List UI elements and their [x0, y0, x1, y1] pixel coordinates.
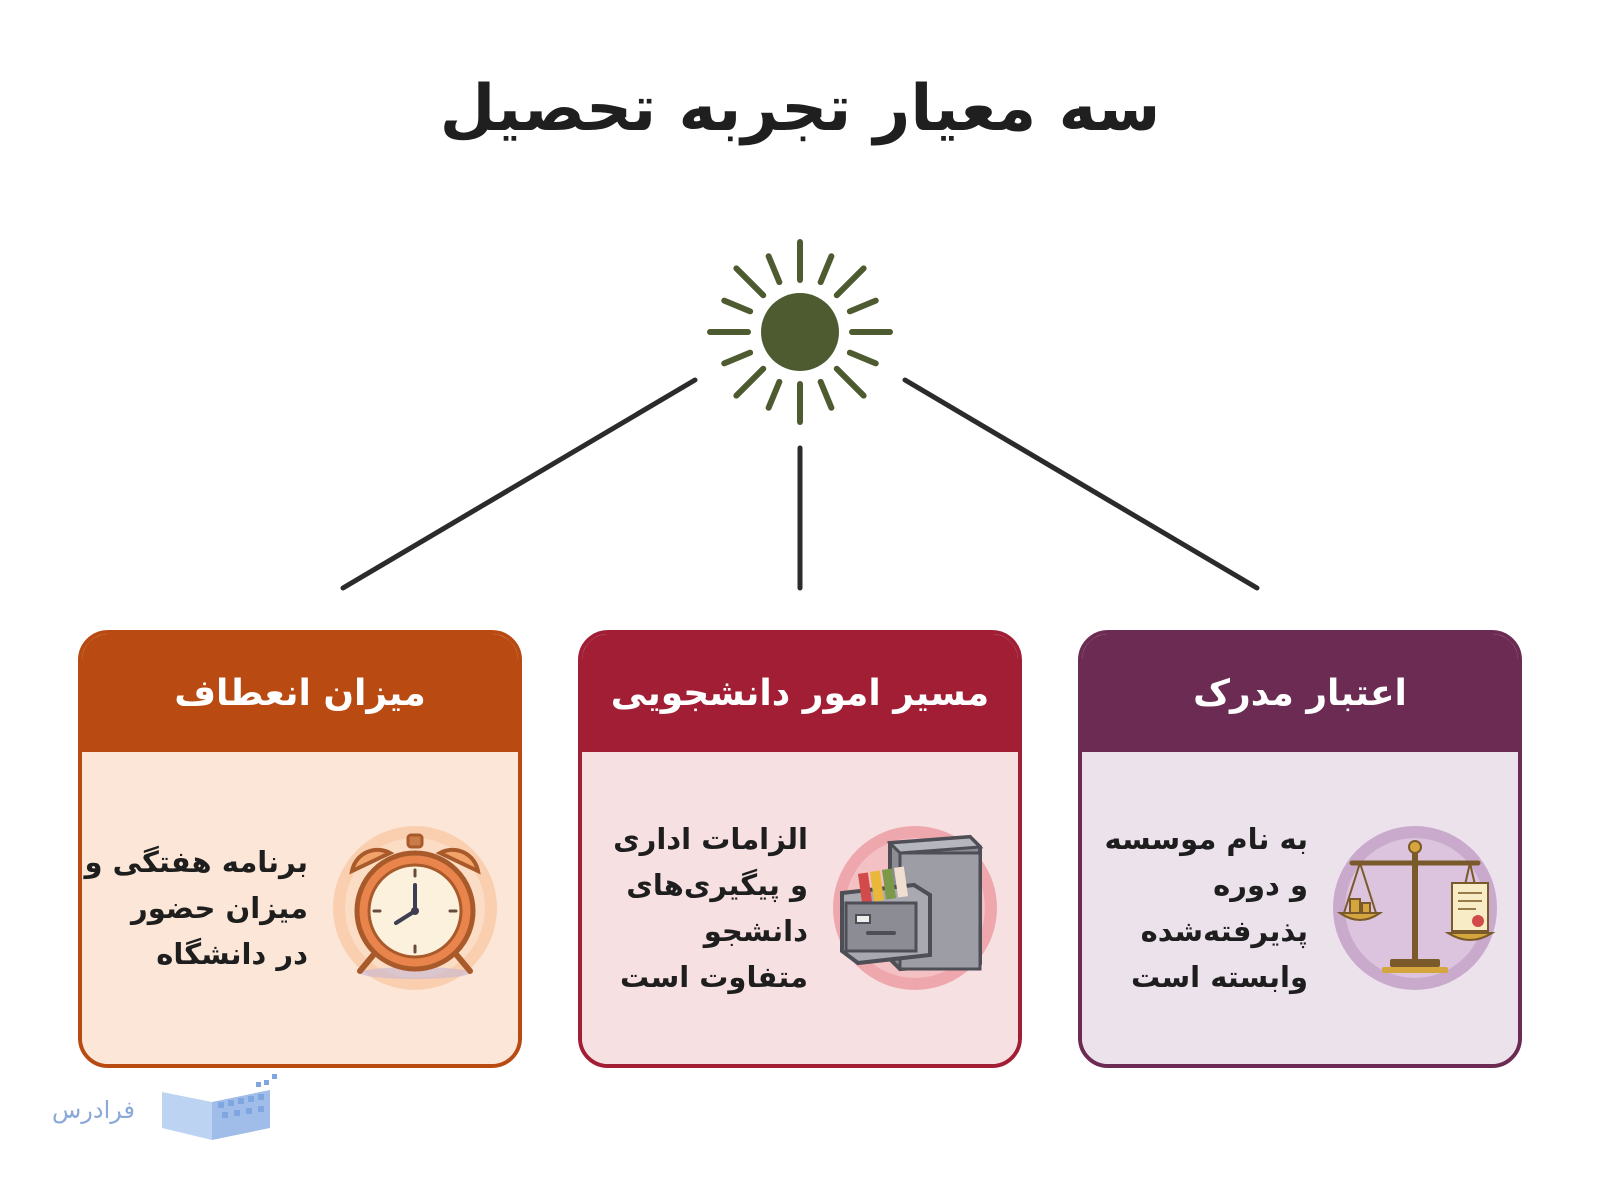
card-description: الزامات اداری و پیگیری‌های دانشجو متفاوت… [588, 816, 808, 1000]
sun-ray [721, 297, 754, 315]
description-line: پذیرفته‌شده [1140, 914, 1308, 948]
sun-ray [846, 349, 879, 367]
logo-text: فرادرس [52, 1096, 135, 1124]
description-line: الزامات اداری [613, 822, 808, 856]
description-line: دانشجو [703, 914, 808, 948]
card-body: الزامات اداری و پیگیری‌های دانشجو متفاوت… [582, 752, 1018, 1064]
description-line: متفاوت است [620, 960, 808, 994]
description-line: برنامه هفتگی و [84, 845, 309, 879]
sun-ray [817, 253, 835, 286]
sun-ray [817, 378, 835, 411]
sun-ray [846, 297, 879, 315]
sun-ray [733, 265, 767, 299]
sun-core [761, 293, 839, 371]
connector-right [902, 377, 1260, 591]
sun-icon [707, 239, 893, 425]
card-degree-validity: اعتبار مدرک به نام موسسه و دوره پذیرفته‌… [1078, 630, 1522, 1068]
card-header: اعتبار مدرک [1082, 634, 1518, 752]
page-title: سه معیار تجربه تحصیل [439, 72, 1161, 146]
card-body: به نام موسسه و دوره پذیرفته‌شده وابسته ا… [1082, 752, 1518, 1064]
card-student-affairs: مسیر امور دانشجویی الزامات اداری و پیگیر… [578, 630, 1022, 1068]
file-cabinet-icon [833, 826, 997, 990]
open-book-icon [162, 1074, 277, 1140]
card-header: مسیر امور دانشجویی [582, 634, 1018, 752]
card-description: به نام موسسه و دوره پذیرفته‌شده وابسته ا… [1088, 816, 1308, 1000]
sun-ray [833, 265, 867, 299]
description-line: و پیگیری‌های [626, 868, 808, 902]
scales-of-justice-icon [1333, 826, 1497, 990]
card-description: برنامه هفتگی و میزان حضور در دانشگاه [84, 839, 309, 977]
card-body: برنامه هفتگی و میزان حضور در دانشگاه [82, 752, 518, 1064]
card-flexibility: میزان انعطاف برنامه هفتگی و میزان حضور د… [78, 630, 522, 1068]
connector-left [340, 377, 698, 591]
sun-ray [765, 378, 783, 411]
sun-ray [721, 349, 754, 367]
sun-ray [765, 253, 783, 286]
sun-ray [833, 365, 867, 399]
sun-rays [707, 239, 893, 425]
sun-ray [733, 365, 767, 399]
alarm-clock-icon [333, 826, 497, 990]
description-line: میزان حضور [131, 891, 308, 925]
faradars-logo: فرادرس [52, 1072, 292, 1162]
description-line: به نام موسسه [1104, 822, 1308, 856]
card-header: میزان انعطاف [82, 634, 518, 752]
description-line: و دوره [1213, 868, 1308, 902]
description-line: وابسته است [1130, 960, 1308, 994]
description-line: در دانشگاه [156, 937, 308, 971]
